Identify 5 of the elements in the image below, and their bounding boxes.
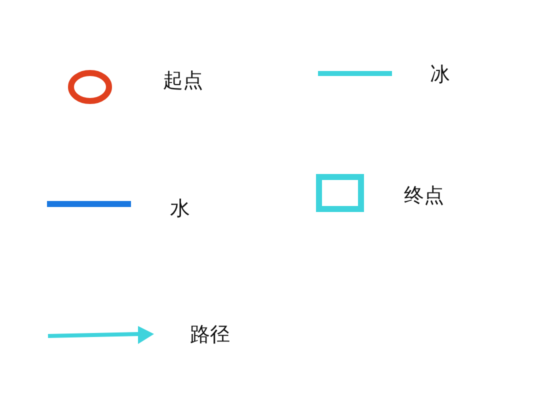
legend-label: 终点 (404, 185, 444, 205)
legend-label: 水 (170, 198, 190, 218)
legend-label: 起点 (163, 70, 203, 90)
legend-label: 路径 (190, 324, 230, 344)
legend-label: 冰 (430, 64, 450, 84)
